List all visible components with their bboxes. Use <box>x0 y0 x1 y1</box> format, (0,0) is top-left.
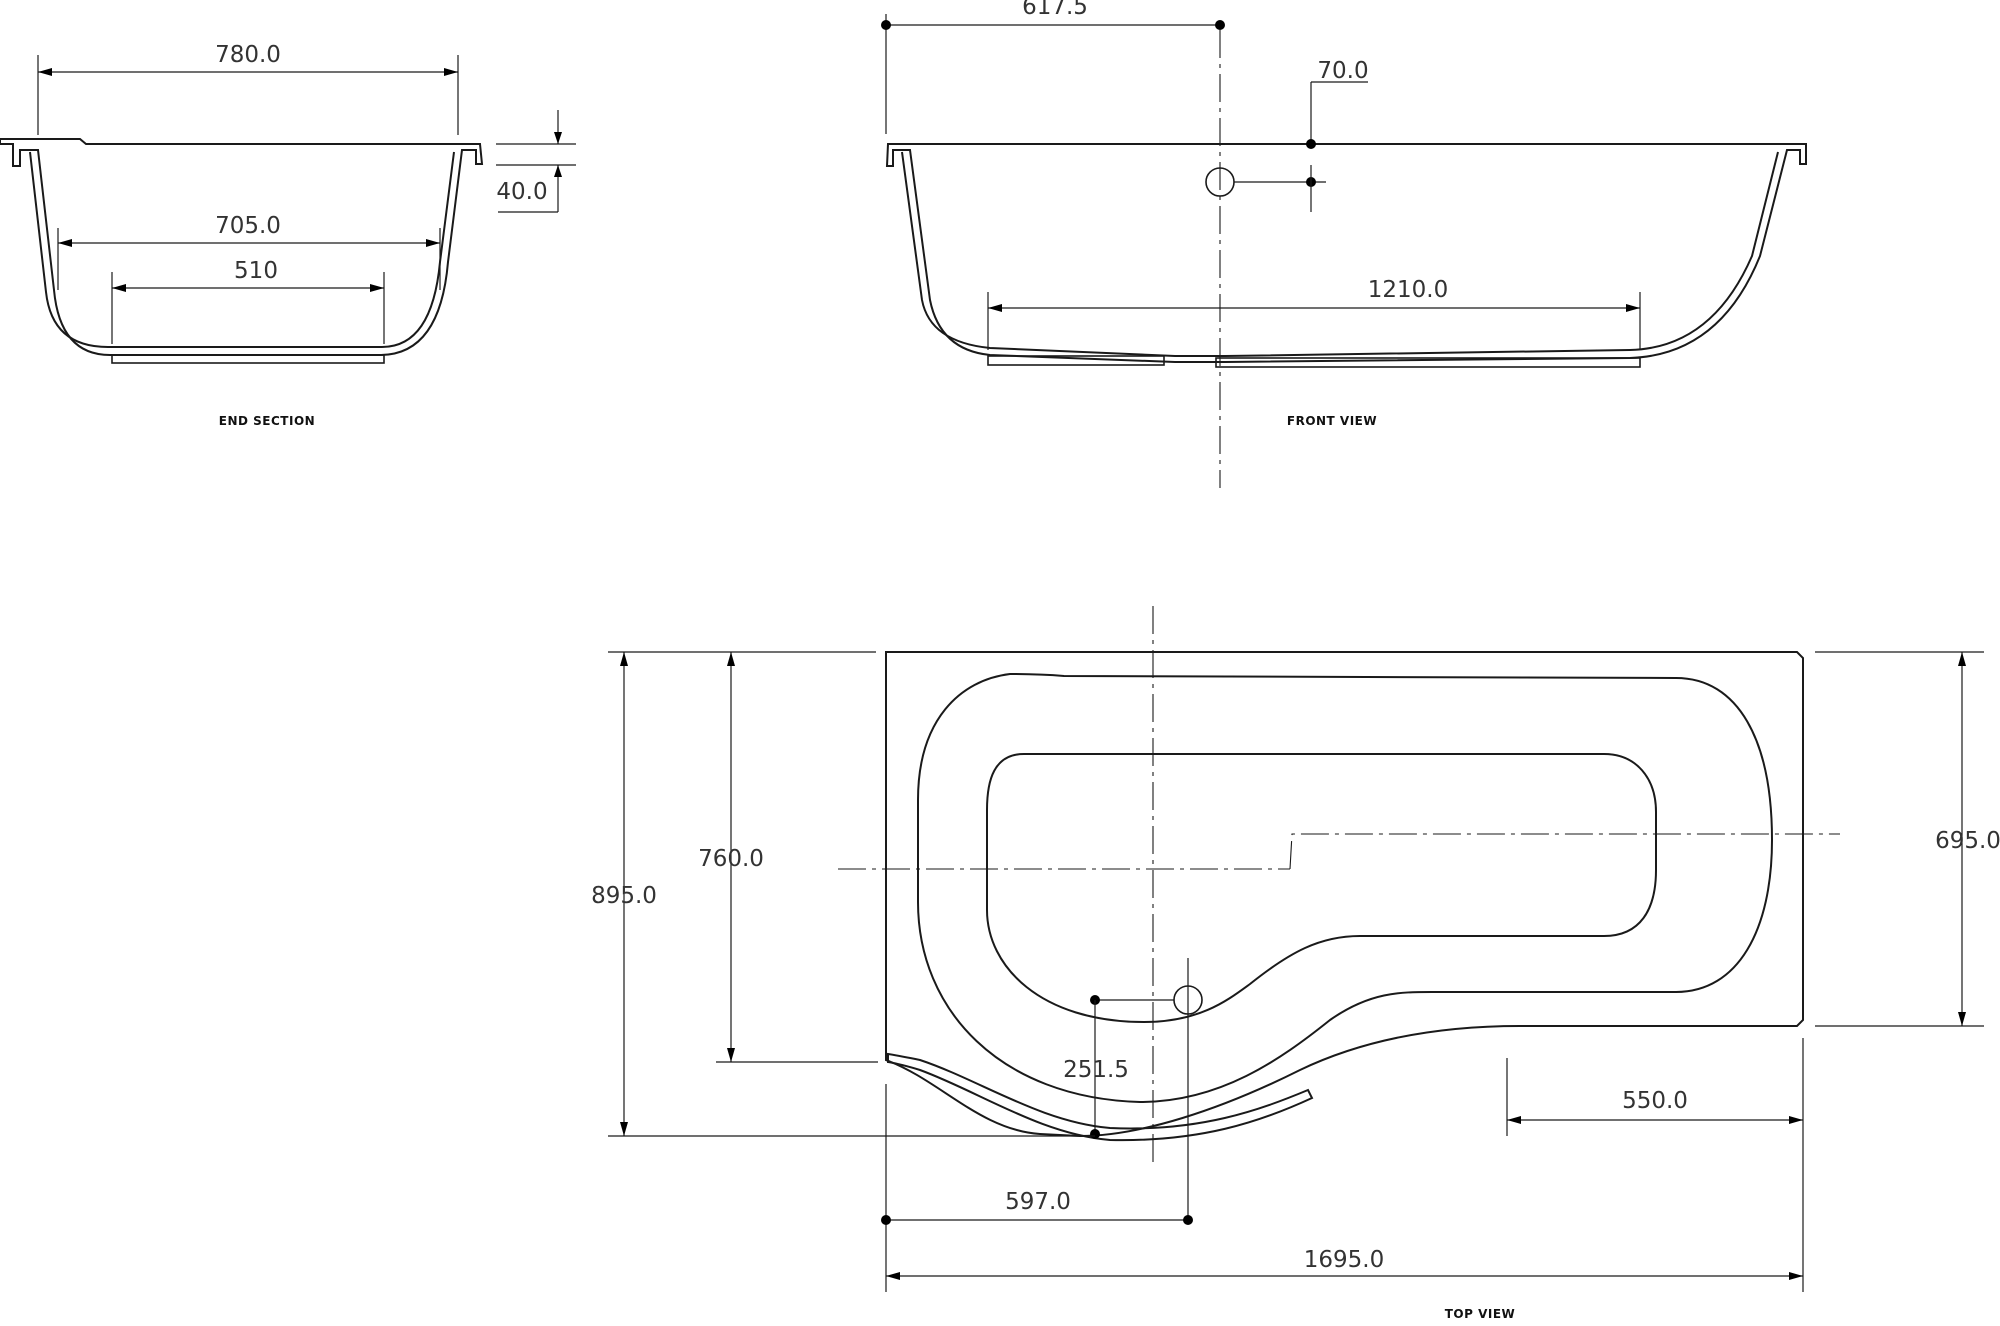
front-view: 617.5 70.0 1210.0 FRONT VIEW <box>881 0 1807 488</box>
end-section-foot <box>111 354 385 364</box>
dim-label-617: 617.5 <box>1022 0 1088 20</box>
dim-top-narrow-length: 550.0 <box>1506 1038 1804 1292</box>
dim-label-510: 510 <box>234 258 278 284</box>
dim-top-narrow-depth: 695.0 <box>1815 651 2000 1027</box>
dim-label-597: 597.0 <box>1005 1189 1071 1215</box>
top-view-inner-bowl <box>917 672 1774 1104</box>
front-view-foot-left <box>987 355 1165 366</box>
top-view-outer-rim <box>885 651 1804 1138</box>
top-view: 895.0 760.0 695.0 251.5 55 <box>591 606 2000 1321</box>
dim-top-overall-depth: 895.0 <box>591 651 1095 1137</box>
top-view-base <box>986 753 1657 1024</box>
dim-label-760: 760.0 <box>698 846 764 872</box>
end-section-outline <box>0 138 484 356</box>
dim-front-overflow: 70.0 <box>1306 58 1369 149</box>
dim-top-waste-from-end: 597.0 <box>881 1084 1193 1292</box>
dim-top-overall-length: 1695.0 <box>886 1247 1803 1280</box>
dim-front-waste-offset: 617.5 <box>881 0 1225 134</box>
dim-label-251: 251.5 <box>1063 1057 1129 1083</box>
end-section-inner-line <box>29 151 455 348</box>
dim-label-70: 70.0 <box>1317 58 1368 84</box>
dim-label-695: 695.0 <box>1935 828 2000 854</box>
dim-label-895: 895.0 <box>591 883 657 909</box>
front-view-inner-line <box>901 151 1779 357</box>
dim-top-bath-depth: 760.0 <box>698 652 878 1063</box>
dim-label-550: 550.0 <box>1622 1088 1688 1114</box>
dim-end-rim-height: 40.0 <box>496 110 576 213</box>
front-view-outline <box>885 143 1807 363</box>
dim-end-inner-width: 705.0 <box>57 213 441 290</box>
dim-end-overall-width: 780.0 <box>37 42 459 135</box>
top-view-centerline-step <box>1289 833 1840 870</box>
front-view-foot-right <box>1215 357 1641 368</box>
caption-front-view: FRONT VIEW <box>1287 414 1377 428</box>
dim-label-1210: 1210.0 <box>1368 277 1448 303</box>
dim-label-705: 705.0 <box>215 213 281 239</box>
end-section-view: 780.0 705.0 510 <box>0 42 576 428</box>
caption-end-section: END SECTION <box>219 414 315 428</box>
dim-label-40: 40.0 <box>496 179 547 205</box>
dim-label-1695: 1695.0 <box>1304 1247 1384 1273</box>
caption-top-view: TOP VIEW <box>1445 1307 1516 1321</box>
dim-end-base-width: 510 <box>111 258 385 344</box>
dim-label-780: 780.0 <box>215 42 281 68</box>
top-view-rim-bow <box>887 1052 1314 1142</box>
dim-front-base-length: 1210.0 <box>987 277 1641 350</box>
